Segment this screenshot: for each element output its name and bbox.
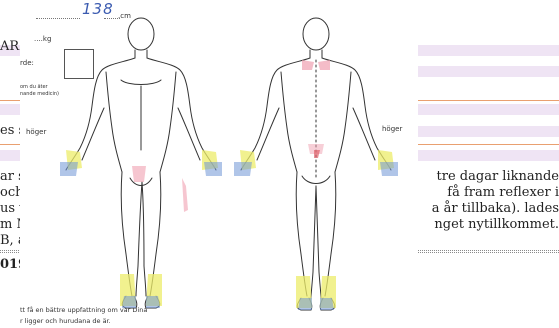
- side-label-left: höger: [26, 128, 46, 136]
- highlight-bar: [418, 45, 559, 56]
- doc-fragment: nget nytillkommet.: [434, 218, 559, 231]
- highlight-bar: [418, 126, 559, 137]
- doc-fragment: få fram reflexer i: [447, 186, 559, 199]
- doc-fragment: a år tillbaka). lades: [432, 202, 559, 215]
- highlight-bar: [418, 104, 559, 115]
- front-body-figure: [46, 10, 236, 315]
- doc-fragment: AR: [0, 40, 19, 53]
- footer-text: r ligger och hurudana de är.: [20, 317, 111, 325]
- highlight-bar: [418, 66, 559, 77]
- doc-fragment: tre dagar liknande: [437, 170, 559, 183]
- field-label: rde:: [20, 59, 34, 67]
- pain-chart-sheet: 138 .cm ....kg rde: om du äter nande med…: [20, 0, 418, 328]
- note-text: om du äter: [20, 84, 48, 90]
- highlight-bar: [418, 150, 559, 161]
- back-body-figure: [216, 10, 416, 315]
